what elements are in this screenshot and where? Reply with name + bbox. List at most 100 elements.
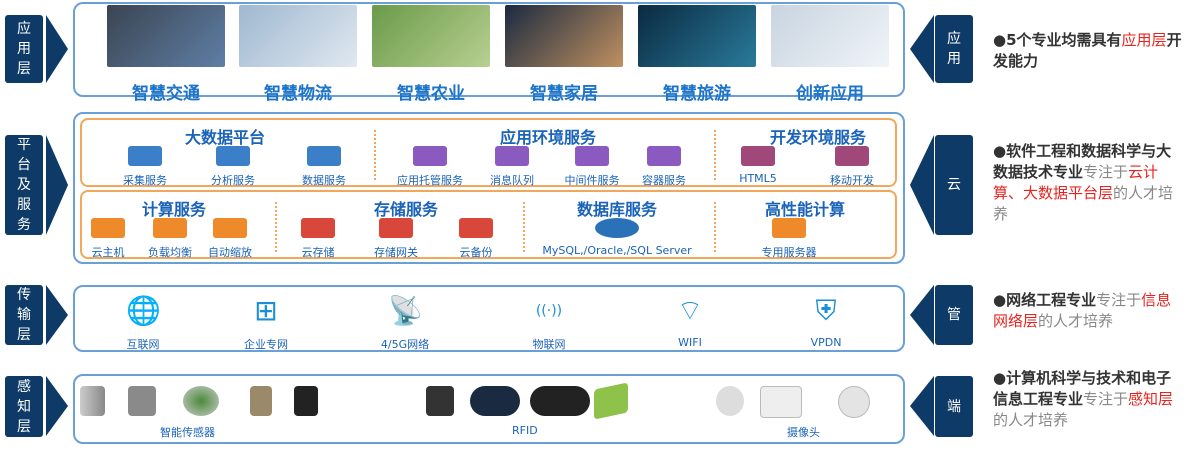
note-application: ●5个专业均需具有应用层开发能力 [993, 31, 1182, 70]
appenv-title: 应用环境服务 [499, 128, 596, 147]
ptz-camera-image [838, 386, 870, 418]
service-label: 消息队列 [490, 174, 534, 187]
database-title: 数据库服务 [576, 200, 657, 219]
app-0[interactable]: 智慧交通 [107, 5, 225, 104]
sensor-probe-image [80, 386, 105, 416]
layer-tag-end: 端 [935, 376, 973, 437]
note-platform: ●软件工程和数据科学与大数据技术专业专注于云计算、大数据平台层的人才培养 [993, 142, 1174, 223]
rfid-reader-image [530, 386, 590, 416]
devenv-item[interactable]: HTML5 [718, 146, 798, 185]
sensor-label: 智能传感器 [160, 426, 215, 439]
appenv-item[interactable]: 应用托管服务 [390, 146, 470, 188]
network-item[interactable]: 🌐互联网 [103, 296, 183, 352]
layer-label-platform: 平台及服务 [5, 135, 43, 235]
rfid-fob-image [470, 386, 520, 416]
arrow-right-icon [46, 285, 68, 345]
app-label: 智慧物流 [264, 84, 332, 104]
bigdata-item[interactable]: 数据服务 [284, 146, 364, 188]
platform-layer-panel [73, 112, 905, 264]
service-icon [575, 146, 609, 166]
service-icon [301, 218, 335, 238]
firewall-shield-icon: ⛨ [815, 294, 837, 327]
service-icon [153, 218, 187, 238]
service-label: 数据服务 [302, 174, 346, 187]
service-label: HTML5 [739, 172, 777, 185]
network-tree-icon: ⊞ [254, 294, 278, 327]
layer-tag-app: 应用 [935, 15, 973, 83]
storage-item[interactable]: 存储网关 [356, 218, 436, 260]
arrow-right-icon [46, 15, 68, 83]
network-item[interactable]: 📡4/5G网络 [365, 296, 445, 352]
service-icon [128, 146, 162, 166]
dome-camera-image [716, 386, 744, 416]
infrastructure-services-group [80, 190, 897, 259]
service-label: 中间件服务 [564, 174, 620, 187]
compute-item[interactable]: 负载均衡 [130, 218, 210, 260]
layer-tag-cloud: 云 [935, 135, 973, 235]
bullet-camera-image [760, 386, 802, 418]
arrow-right-icon [46, 376, 68, 436]
app-4[interactable]: 智慧旅游 [638, 5, 756, 104]
service-label: 移动开发 [830, 174, 874, 187]
network-label: 企业专网 [244, 338, 288, 351]
compute-item[interactable]: 自动缩放 [190, 218, 270, 260]
appenv-item[interactable]: 消息队列 [472, 146, 552, 188]
sensor-device-image [128, 386, 156, 416]
network-label: 4/5G网络 [380, 338, 430, 351]
service-label: MySQL,/Oracle,/SQL Server [542, 244, 692, 257]
storage-item[interactable]: 云备份 [436, 218, 516, 260]
service-label: 云备份 [459, 246, 493, 259]
network-item[interactable]: ⌔WIFI [650, 294, 730, 350]
app-label: 智慧旅游 [663, 84, 731, 104]
app-label: 智慧家居 [530, 84, 598, 104]
service-label: 应用托管服务 [397, 174, 463, 187]
storage-item[interactable]: 云存储 [278, 218, 358, 260]
app-label: 智慧交通 [132, 84, 200, 104]
appenv-item[interactable]: 中间件服务 [552, 146, 632, 188]
app-1[interactable]: 智慧物流 [239, 5, 357, 104]
devenv-item[interactable]: 移动开发 [812, 146, 892, 188]
compute-item[interactable]: 云主机 [68, 218, 148, 260]
service-label: 专用服务器 [761, 246, 817, 259]
network-item[interactable]: ⊞ 企业专网 [226, 296, 306, 352]
app-3[interactable]: 智慧家居 [505, 5, 623, 104]
layer-label-transport: 传输层 [5, 285, 43, 345]
antenna-icon: ((·)) [535, 303, 563, 319]
compute-title: 计算服务 [141, 200, 206, 219]
note-network: ●网络工程专业专注于信息网络层的人才培养 [993, 291, 1172, 330]
app-image [638, 5, 756, 67]
service-icon [647, 146, 681, 166]
service-label: 存储网关 [374, 246, 418, 259]
devenv-title: 开发环境服务 [769, 128, 866, 147]
app-label: 创新应用 [796, 84, 864, 104]
bigdata-title: 大数据平台 [184, 128, 265, 147]
arrow-left-icon [910, 285, 934, 345]
hpc-item[interactable]: 专用服务器 [749, 218, 829, 260]
service-label: 容器服务 [642, 174, 686, 187]
app-label: 智慧农业 [397, 84, 465, 104]
app-2[interactable]: 智慧农业 [372, 5, 490, 104]
note-sensing: ●计算机科学与技术和电子信息工程专业专注于感知层的人才培养 [993, 369, 1174, 429]
transport-layer-panel [73, 285, 905, 352]
sensor-device-image [294, 386, 318, 416]
sensor-device-image [183, 386, 219, 416]
network-item[interactable]: ⛨VPDN [786, 294, 866, 350]
bigdata-item[interactable]: 采集服务 [105, 146, 185, 188]
database-item[interactable]: MySQL,/Oracle,/SQL Server [537, 218, 697, 257]
app-image [505, 5, 623, 67]
sensor-device-image [250, 386, 272, 416]
service-icon [459, 218, 493, 238]
application-layer-panel [73, 2, 905, 97]
service-icon [595, 218, 639, 238]
app-image [372, 5, 490, 67]
service-label: 云主机 [91, 246, 125, 259]
sensing-layer-panel [73, 374, 905, 444]
service-label: 负载均衡 [148, 246, 192, 259]
appenv-item[interactable]: 容器服务 [624, 146, 704, 188]
arrow-right-icon [46, 135, 68, 235]
app-5[interactable]: 创新应用 [771, 5, 889, 104]
wifi-icon: ⌔ [676, 294, 704, 327]
layer-tag-pipe: 管 [935, 285, 973, 345]
bigdata-item[interactable]: 分析服务 [193, 146, 273, 188]
network-item[interactable]: ((·))物联网 [509, 296, 589, 352]
